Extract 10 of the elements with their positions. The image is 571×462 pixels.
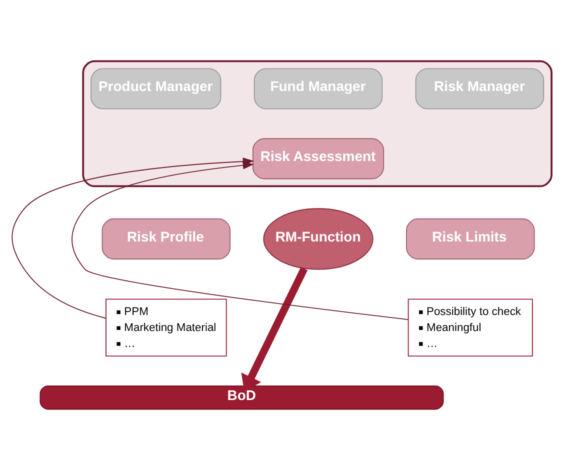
node-box: BoD — [40, 384, 444, 410]
node-box: Risk Profile — [102, 218, 231, 259]
arrow — [72, 160, 408, 320]
cluster — [82, 60, 552, 187]
node-box: Risk Limits — [406, 218, 535, 259]
node-ellipse: RM-Function — [263, 208, 374, 270]
node-box: Risk Assessment — [252, 138, 384, 179]
node-box: PPM Marketing Material … — [106, 298, 227, 356]
arrow — [241, 266, 308, 392]
node-box: Possibility to check Meaningful … — [408, 298, 533, 356]
